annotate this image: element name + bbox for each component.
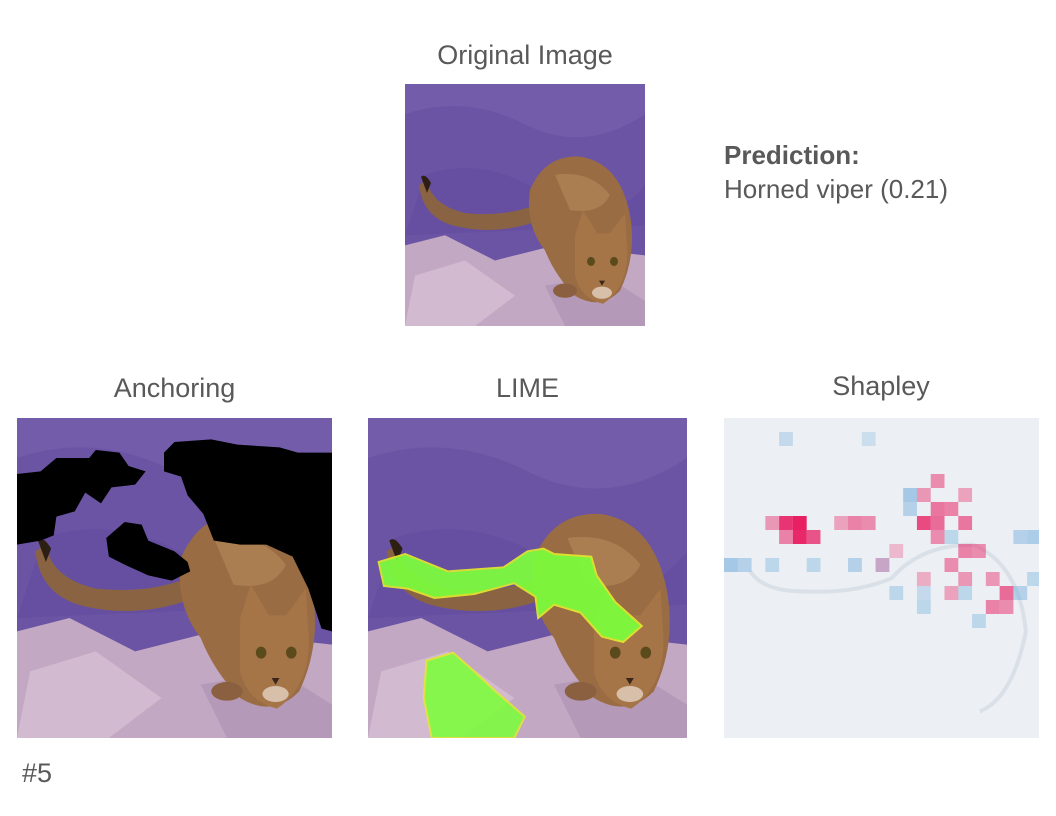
shapley-cell — [848, 516, 862, 530]
anchoring-title: Anchoring — [113, 373, 236, 403]
shapley-cell — [916, 586, 931, 600]
shapley-heatmap — [724, 418, 1039, 738]
shapley-cell — [944, 530, 959, 544]
shapley-cell — [985, 600, 1000, 614]
shapley-cell — [972, 614, 986, 628]
shapley-cell — [930, 502, 945, 516]
shapley-cell — [779, 516, 793, 530]
shapley-cell — [806, 558, 821, 572]
shapley-cell — [930, 530, 945, 544]
shapley-cell — [999, 600, 1014, 614]
shapley-cell — [916, 572, 931, 586]
shapley-cell — [903, 488, 917, 502]
shapley-title: Shapley — [832, 371, 930, 401]
shapley-cell — [916, 600, 931, 614]
shapley-cell — [958, 572, 973, 586]
page-number: #5 — [22, 758, 53, 788]
shapley-cell — [944, 586, 959, 600]
shapley-cell — [903, 502, 917, 516]
shapley-cell — [916, 516, 931, 530]
shapley-cell — [944, 502, 959, 516]
shapley-cell — [889, 586, 904, 600]
shapley-cell — [930, 516, 945, 530]
original-image-title: Original Image — [437, 40, 613, 70]
shapley-cell — [737, 558, 752, 572]
shapley-cell — [875, 558, 890, 572]
shapley-cell — [916, 488, 931, 502]
shapley-cell — [889, 544, 904, 558]
original-image — [405, 84, 645, 326]
shapley-cell — [958, 586, 973, 600]
shapley-cell — [861, 432, 876, 446]
shapley-cell — [792, 516, 807, 530]
shapley-cell — [779, 530, 793, 544]
shapley-cell — [875, 558, 890, 572]
shapley-cell — [806, 530, 821, 544]
shapley-cell — [1013, 586, 1028, 600]
lime-region-cloth — [422, 651, 527, 738]
shapley-cell — [985, 572, 1000, 586]
shapley-cell — [1013, 530, 1028, 544]
shapley-cell — [958, 544, 973, 558]
shapley-cell — [765, 516, 780, 530]
shapley-cell — [958, 488, 973, 502]
shapley-cell — [1027, 530, 1039, 544]
lime-region-tail — [377, 547, 644, 644]
lime-image — [368, 418, 687, 738]
shapley-cell — [958, 516, 973, 530]
prediction-label: Prediction: — [724, 140, 860, 170]
shapley-cell — [724, 558, 738, 572]
shapley-cell — [834, 516, 849, 530]
shapley-cell — [779, 432, 793, 446]
shapley-cell — [972, 544, 986, 558]
shapley-cell — [792, 530, 807, 544]
shapley-cell — [1027, 572, 1039, 586]
prediction-value: Horned viper (0.21) — [724, 174, 948, 204]
anchoring-image — [17, 418, 332, 738]
shapley-cell — [999, 586, 1014, 600]
shapley-cell — [848, 558, 862, 572]
shapley-cell — [944, 558, 959, 572]
shapley-cell — [930, 474, 945, 488]
shapley-cell — [765, 558, 780, 572]
lime-title: LIME — [495, 373, 560, 403]
shapley-cell — [861, 516, 876, 530]
anchoring-mask — [17, 439, 332, 632]
